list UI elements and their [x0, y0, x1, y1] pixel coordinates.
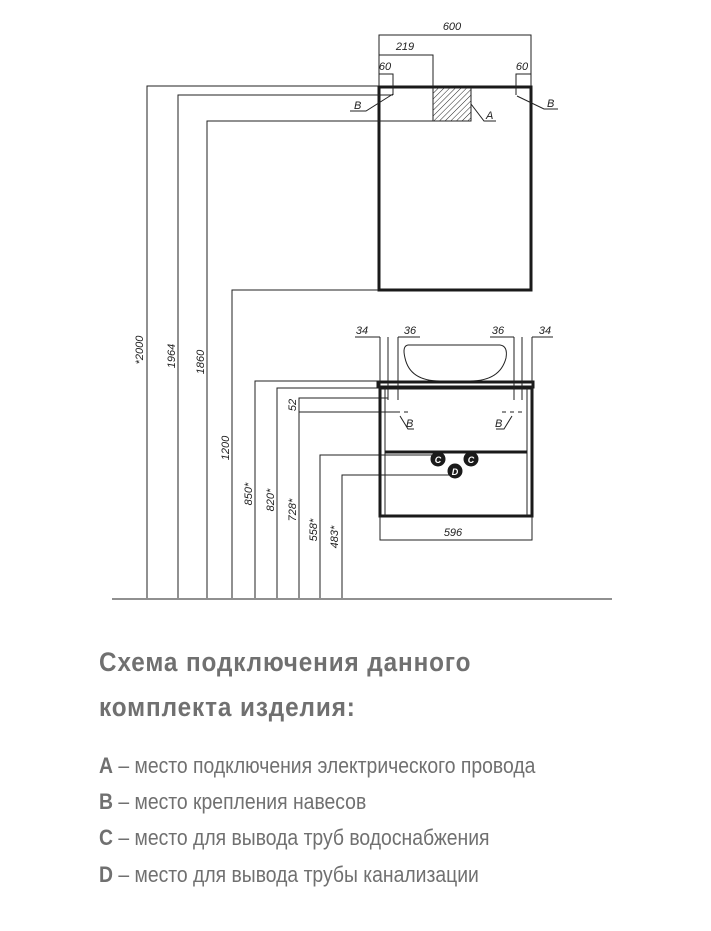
drawing-line — [377, 85, 533, 292]
drawing-line — [378, 386, 534, 518]
legend-item-d: D – место для вывода трубы канализации — [99, 862, 479, 888]
drawing-line — [515, 73, 531, 95]
electric-connection-area-a — [432, 87, 472, 122]
dimension-label: 820* — [265, 488, 277, 511]
dimension-label: 60 — [379, 61, 392, 73]
drawing-line — [206, 120, 433, 598]
dimension-label: 219 — [395, 41, 414, 53]
caption-title-line-2: комплекта изделия: — [99, 692, 356, 722]
drawing-line — [350, 93, 394, 112]
legend-text: – место для вывода труб водоснабжения — [112, 825, 490, 850]
dimension-label: B — [547, 98, 554, 110]
caption-title-line-1: Схема подключения данного — [99, 647, 472, 677]
dimension-label: 1964 — [166, 344, 178, 368]
drawing-line — [399, 415, 414, 430]
legend-text: – место крепления навесов — [112, 789, 367, 814]
dimension-label: 1860 — [195, 349, 207, 374]
dimension-label: 483* — [329, 525, 341, 548]
dimension-label: 596 — [444, 527, 463, 539]
legend-text: – место подключения электрического прово… — [112, 753, 536, 778]
dimension-label: D — [452, 467, 459, 477]
dimension-label: 34 — [356, 325, 368, 337]
drawing-line — [341, 474, 455, 598]
dimension-label: 1200 — [220, 435, 232, 460]
drawing-line — [276, 387, 380, 598]
legend-item-b: B – место крепления навесов — [99, 789, 366, 815]
dimension-label: 34 — [539, 325, 551, 337]
drawing-line — [379, 54, 434, 121]
legend-item-a: A – место подключения электрического про… — [99, 753, 535, 779]
drawing-line — [379, 73, 394, 95]
mirror-cabinet — [377, 85, 533, 292]
dimension-label: 850* — [243, 482, 255, 505]
drawing-line — [319, 454, 438, 598]
drawing-line — [376, 380, 535, 389]
dimension-label: 558* — [308, 518, 320, 541]
dimension-label: 728* — [287, 498, 299, 521]
dimension-label: B — [406, 418, 413, 430]
dimension-label: C — [468, 455, 475, 465]
drawing-line — [496, 415, 513, 430]
dimension-label: B — [354, 100, 361, 112]
drawing-line — [231, 289, 378, 598]
drawing-line — [379, 516, 533, 541]
water-outlet-c-right — [463, 451, 479, 467]
drawing-line — [146, 85, 378, 598]
legend-key: A — [99, 753, 113, 778]
legend-text: – место для вывода трубы канализации — [112, 862, 479, 887]
drawing-line — [254, 380, 380, 598]
dimension-label: *2000 — [134, 335, 146, 365]
vanity-dimensions: 34 36 36 34 596 — [355, 325, 553, 541]
drain-outlet-d — [447, 463, 463, 479]
dimension-label: 600 — [443, 21, 462, 33]
dimension-label: 60 — [516, 61, 529, 73]
mirror-dimensions: 600 219 60 60 B B A — [350, 21, 558, 122]
legend-key: D — [99, 862, 113, 887]
drawing-line — [378, 34, 532, 86]
height-dimensions: *2000 1964 1860 1200 850* 820* 728* 52 5… — [134, 85, 455, 598]
dimension-label: 52 — [287, 399, 299, 411]
vanity-unit: B B C C D — [376, 344, 535, 518]
drawing-line — [177, 94, 393, 598]
drawing-line — [298, 397, 388, 598]
washbasin — [403, 344, 507, 382]
dimension-label: 36 — [404, 325, 417, 337]
water-outlet-c-left — [430, 451, 446, 467]
drawing-line — [516, 95, 558, 110]
drawing-line — [470, 103, 496, 122]
dimension-label: C — [435, 455, 442, 465]
dimension-label: B — [495, 418, 502, 430]
dimension-label: 36 — [492, 325, 505, 337]
legend-item-c: C – место для вывода труб водоснабжения — [99, 825, 490, 851]
dimension-label: A — [485, 110, 493, 122]
legend-key: B — [99, 789, 113, 814]
legend-key: C — [99, 825, 113, 850]
